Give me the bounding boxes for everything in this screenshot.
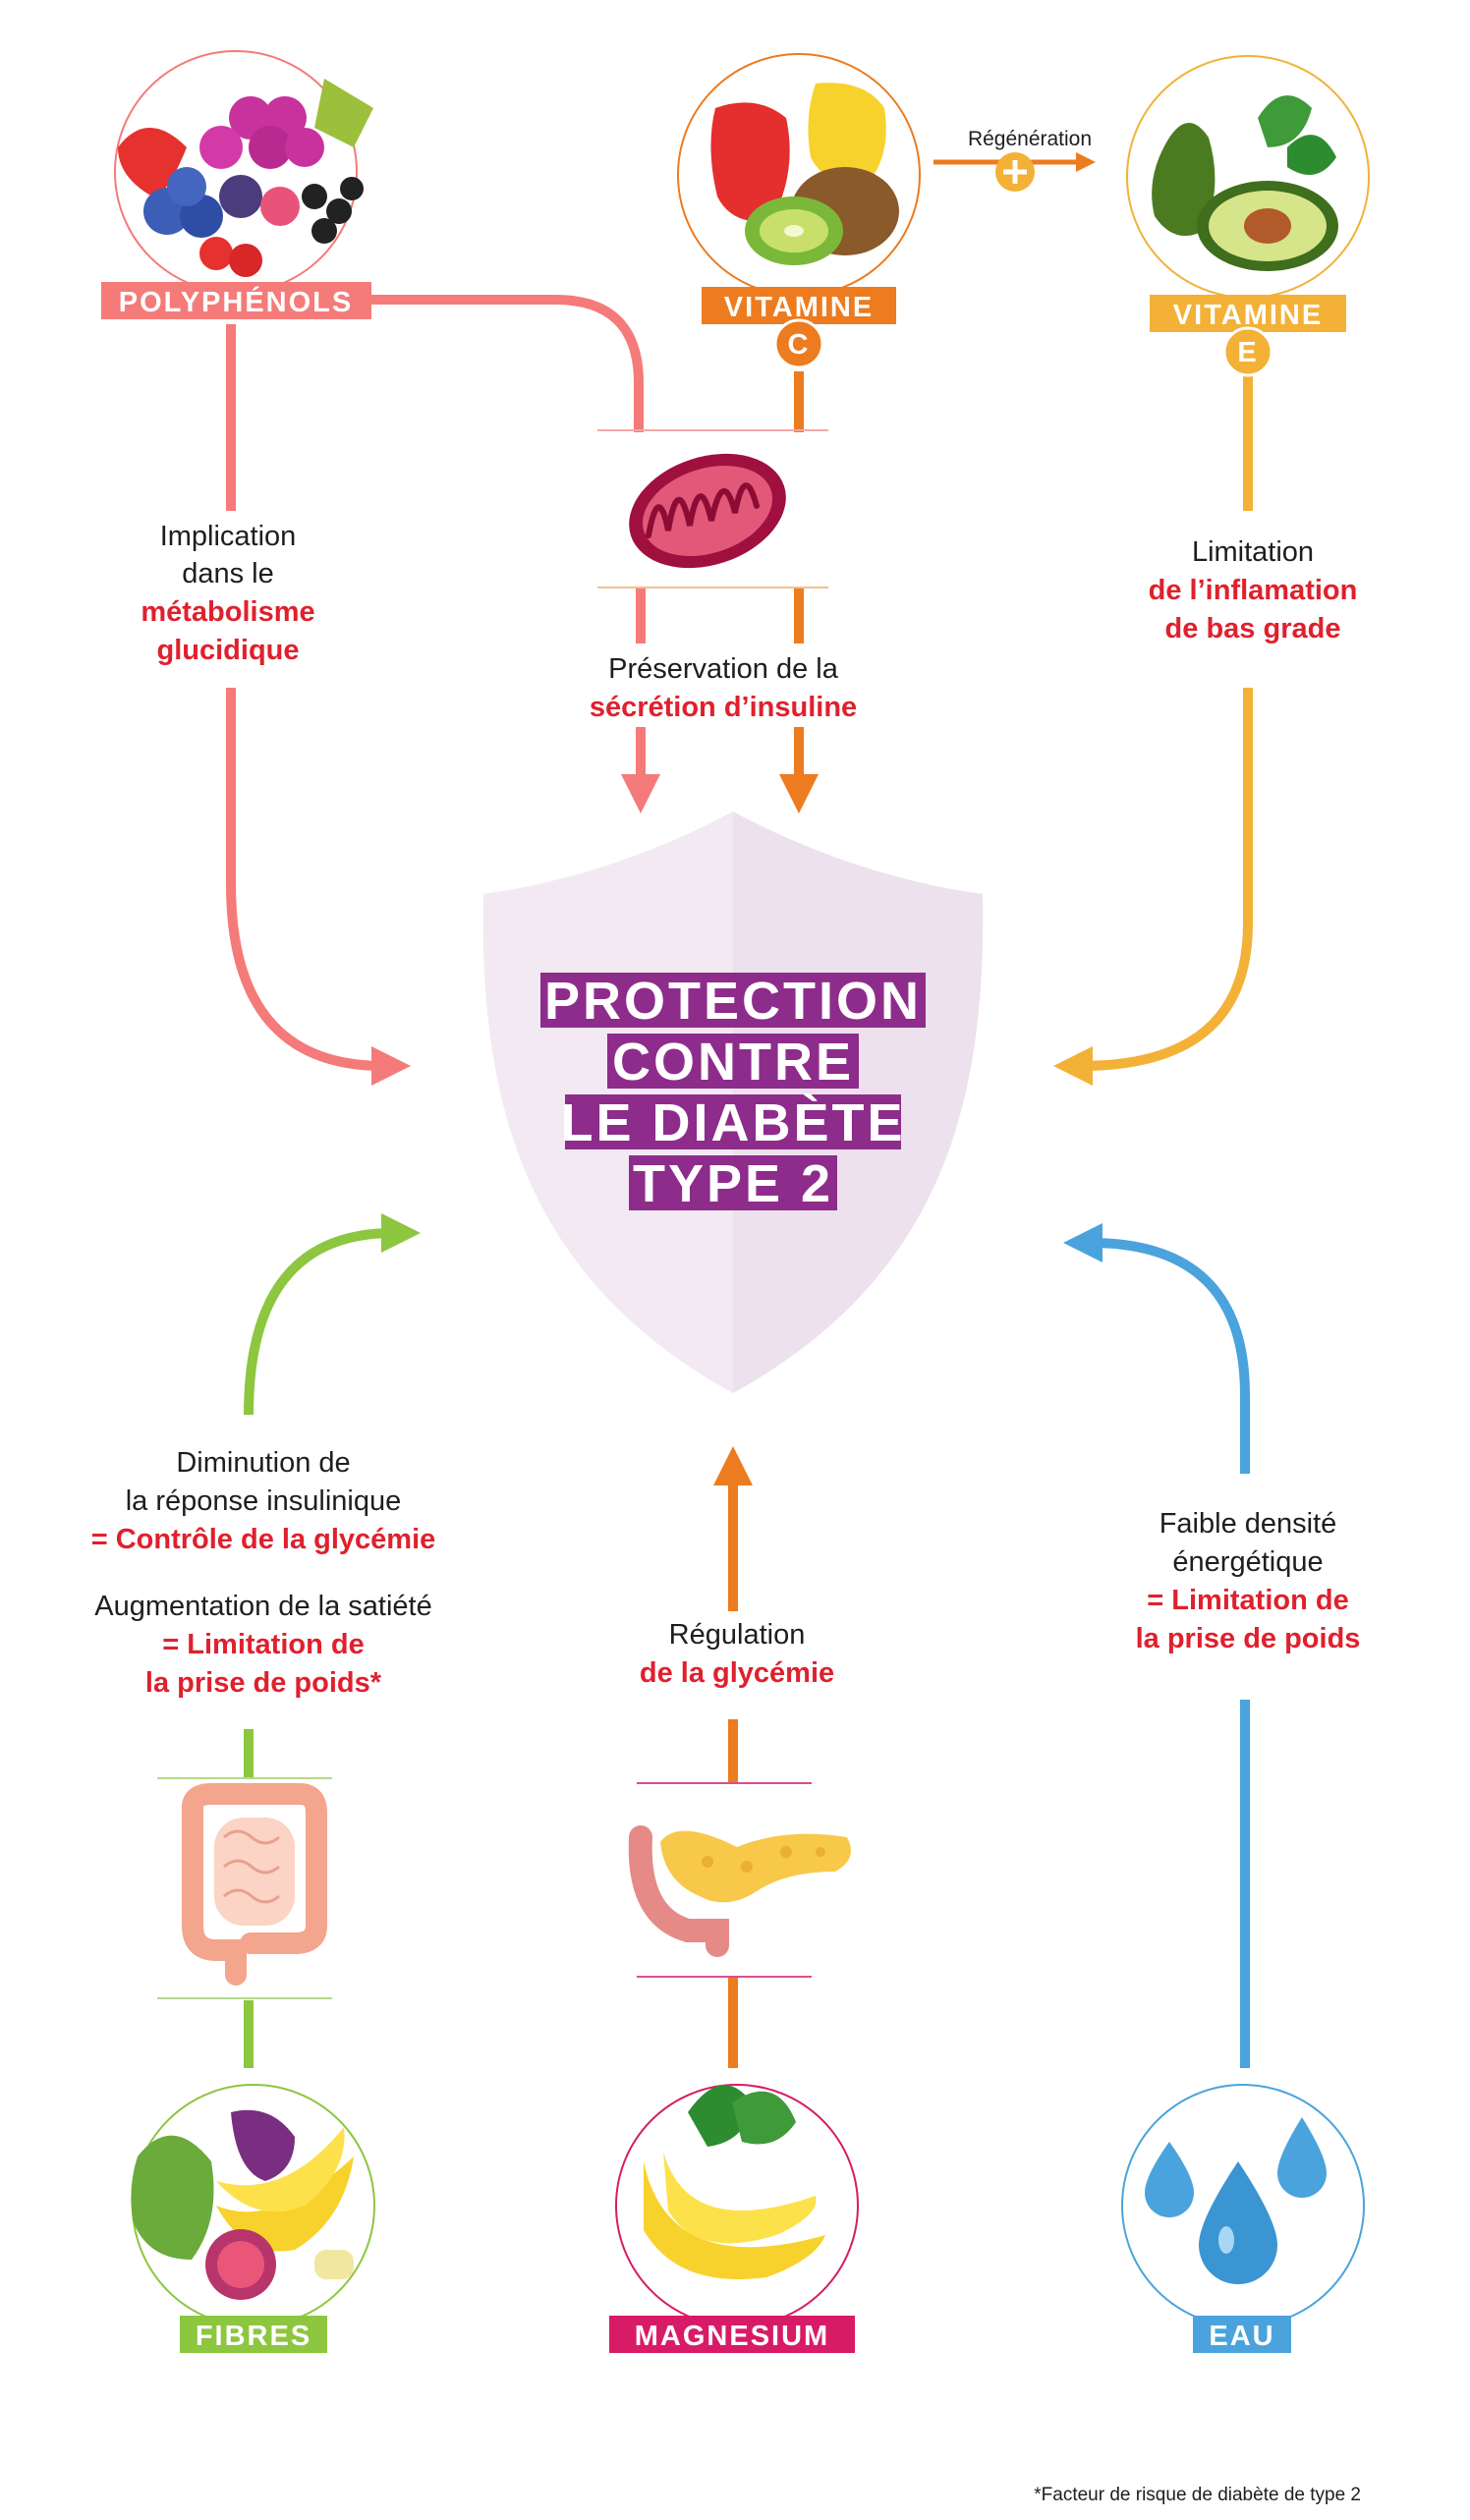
effect-eau-line-4: la prise de poids	[1136, 1623, 1361, 1654]
effect-eau: Faible densité énergétique = Limitation …	[1136, 1508, 1361, 1654]
vitamine-e-node: VITAMINE E	[1126, 55, 1370, 377]
footnote: *Facteur de risque de diabète de type 2	[1034, 2485, 1361, 2505]
magnesium-node: MAGNESIUM	[609, 2084, 859, 2353]
eau-label: EAU	[1209, 2321, 1274, 2352]
effect-fibres-line-3: = Contrôle de la glycémie	[91, 1524, 436, 1555]
fibres-node: FIBRES	[131, 2084, 375, 2353]
vitamine-c-node: VITAMINE C	[677, 53, 921, 369]
regeneration: Régénération	[968, 128, 1092, 192]
magnesium-label: MAGNESIUM	[635, 2321, 829, 2352]
vitamine-e-letter: E	[1237, 337, 1258, 368]
vitamine-c-label: VITAMINE	[724, 292, 874, 323]
connectors	[226, 152, 1253, 2068]
fibres-foods-icon	[131, 2109, 354, 2300]
connector-vite-bottom	[1053, 688, 1253, 1086]
title-line-4: TYPE 2	[633, 1154, 833, 1213]
title-line-2: CONTRE	[612, 1033, 854, 1092]
avocado-spinach-icon	[1152, 95, 1338, 271]
effect-vitamine-e-line-3: de bas grade	[1165, 613, 1341, 644]
mitochondria-icon	[629, 453, 786, 569]
effect-secretion: Préservation de la sécrétion d’insuline	[590, 653, 857, 723]
banana-spinach-icon	[644, 2085, 825, 2279]
effect-fibres-line-5: = Limitation de	[162, 1629, 364, 1660]
berries-icon	[118, 79, 373, 277]
effect-polyphenols-line-4: glucidique	[157, 635, 300, 666]
water-drops-icon	[1145, 2117, 1327, 2284]
vitamine-e-label: VITAMINE	[1173, 300, 1323, 331]
title-line-1: PROTECTION	[544, 972, 922, 1031]
effect-vitamine-e: Limitation de l’inflamation de bas grade	[1149, 536, 1358, 644]
pancreas-icon	[628, 1825, 851, 1957]
effect-polyphenols-line-1: Implication	[160, 521, 297, 552]
title: PROTECTION CONTRE LE DIABÈTE TYPE 2	[540, 972, 926, 1213]
polyphenols-node: POLYPHÉNOLS	[101, 50, 373, 319]
effect-polyphenols-line-3: métabolisme	[141, 596, 314, 628]
effect-fibres-line-4: Augmentation de la satiété	[94, 1591, 431, 1622]
connector-polyphenols-bottom	[226, 688, 411, 1086]
effect-eau-line-1: Faible densité	[1159, 1508, 1337, 1540]
title-line-3: LE DIABÈTE	[560, 1093, 905, 1152]
effect-magnesium: Régulation de la glycémie	[640, 1619, 834, 1689]
eau-node: EAU	[1121, 2084, 1365, 2353]
regeneration-label: Régénération	[968, 128, 1092, 150]
connector-fibres-top	[244, 1213, 421, 1416]
effect-eau-line-3: = Limitation de	[1147, 1585, 1348, 1616]
effect-fibres-line-6: la prise de poids*	[145, 1667, 382, 1699]
effect-vitamine-e-line-2: de l’inflamation	[1149, 575, 1358, 606]
effect-polyphenols: Implication dans le métabolisme glucidiq…	[141, 521, 314, 666]
effect-secretion-line-1: Préservation de la	[608, 653, 839, 685]
effect-fibres-line-1: Diminution de	[176, 1447, 350, 1479]
effect-magnesium-line-2: de la glycémie	[640, 1657, 834, 1689]
effect-fibres-line-2: la réponse insulinique	[126, 1485, 402, 1517]
connector-eau-top	[1063, 1223, 1250, 1474]
effect-polyphenols-line-2: dans le	[182, 558, 274, 589]
effect-secretion-line-2: sécrétion d’insuline	[590, 692, 857, 723]
fruits-icon	[710, 83, 899, 265]
effect-fibres: Diminution de la réponse insulinique = C…	[91, 1447, 436, 1699]
vitamine-c-letter: C	[788, 329, 811, 361]
fibres-label: FIBRES	[196, 2321, 311, 2352]
separators	[157, 429, 828, 1999]
effect-vitamine-e-line-1: Limitation	[1192, 536, 1314, 568]
connector-polyphenols-mito	[231, 295, 644, 432]
intestine-icon	[182, 1783, 327, 1986]
effect-magnesium-line-1: Régulation	[669, 1619, 806, 1651]
polyphenols-label: POLYPHÉNOLS	[119, 285, 353, 318]
effect-eau-line-2: énergétique	[1172, 1546, 1323, 1578]
